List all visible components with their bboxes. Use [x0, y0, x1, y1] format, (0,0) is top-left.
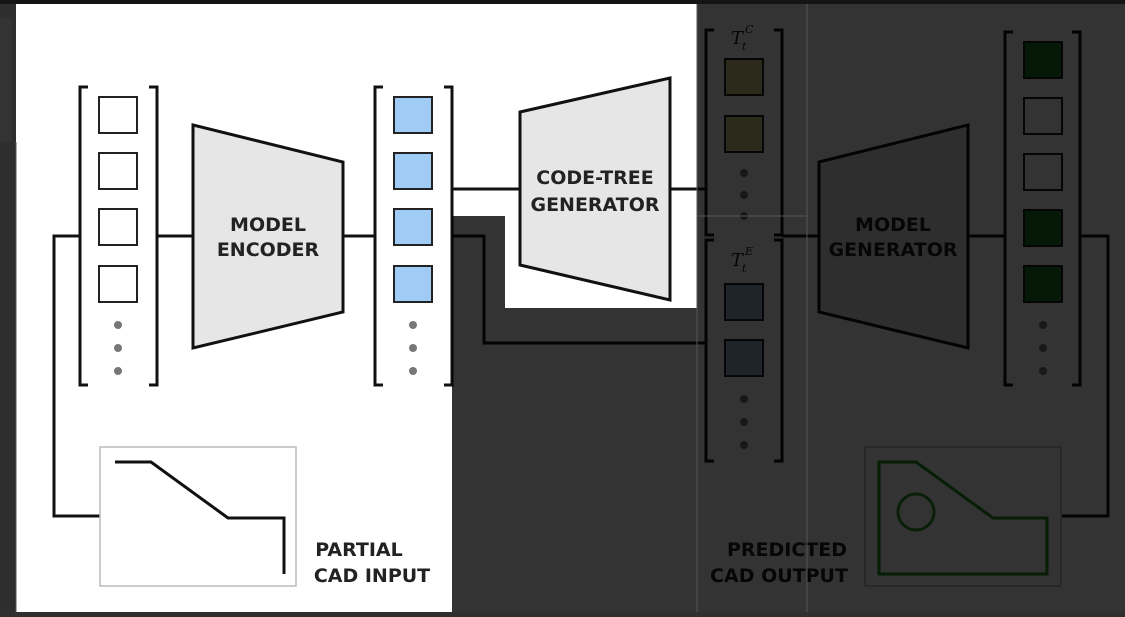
model-encoder-label-line1: MODEL — [230, 214, 306, 236]
model-encoder-label-line2: ENCODER — [217, 239, 320, 261]
partial-cad-label-line2: CAD INPUT — [314, 565, 430, 587]
model-encoder-block — [191, 123, 345, 350]
svg-text:E: E — [744, 245, 753, 258]
svg-text:t: t — [742, 40, 747, 53]
partial-cad-sketch — [115, 460, 286, 574]
input-ellipsis — [114, 321, 122, 375]
code-tree-generator-label-line2: GENERATOR — [530, 194, 659, 216]
latent-tokens — [393, 96, 433, 303]
svg-text:C: C — [745, 23, 754, 36]
code-tree-generator-label-line1: CODE-TREE — [536, 167, 654, 189]
svg-text:t: t — [742, 262, 747, 275]
latent-ellipsis — [409, 321, 417, 375]
model-generator-label-line1: MODEL — [855, 214, 931, 236]
predicted-cad-label-line2: CAD OUTPUT — [710, 565, 848, 587]
input-tokens — [98, 96, 138, 303]
model-generator-block — [817, 123, 970, 350]
code-tree-generator-block — [518, 76, 672, 302]
model-generator-label-line2: GENERATOR — [828, 239, 957, 261]
predicted-cad-label-line1: PREDICTED — [727, 539, 847, 561]
partial-cad-label-line1: PARTIAL — [315, 539, 403, 561]
